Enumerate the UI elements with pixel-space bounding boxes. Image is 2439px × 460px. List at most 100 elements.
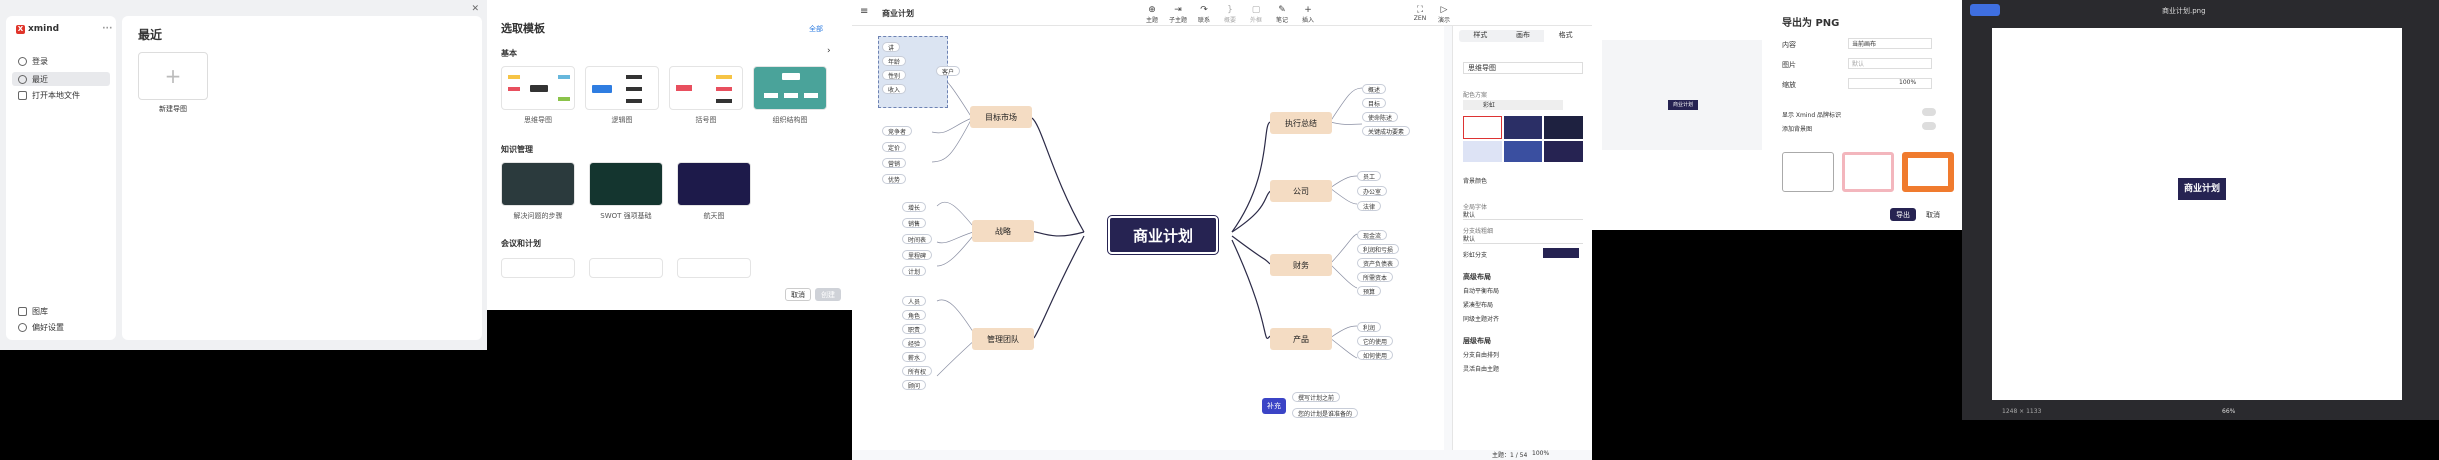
leaf[interactable]: 目标 <box>1362 98 1387 108</box>
swatch[interactable] <box>1544 116 1583 139</box>
leaf[interactable]: 职责 <box>902 324 927 334</box>
toggle[interactable] <box>1922 108 1936 116</box>
topic-exec[interactable]: 执行总结 <box>1270 112 1332 134</box>
leaf[interactable]: 资产负债表 <box>1357 258 1400 268</box>
bg-option[interactable] <box>1902 152 1954 192</box>
leaf[interactable]: 利润 <box>1357 322 1382 332</box>
leaf[interactable]: 营销 <box>882 158 907 168</box>
close-icon[interactable]: ✕ <box>471 4 479 14</box>
color-swatch[interactable] <box>1543 248 1579 258</box>
bg-option[interactable] <box>1842 152 1894 192</box>
edit-button[interactable] <box>1970 4 2000 16</box>
sidebar-item-login[interactable]: 登录 <box>12 54 110 68</box>
topic-strategy[interactable]: 战略 <box>972 220 1034 242</box>
template-card[interactable] <box>589 258 663 278</box>
leaf[interactable]: 计划 <box>902 266 927 276</box>
swatch[interactable] <box>1463 116 1502 139</box>
leaf[interactable]: 如何使用 <box>1357 350 1394 360</box>
leaf[interactable]: 角色 <box>902 310 927 320</box>
leaf[interactable]: 法律 <box>1357 201 1382 211</box>
template-card[interactable] <box>589 162 663 206</box>
create-button[interactable]: 创建 <box>815 288 841 301</box>
leaf[interactable]: 性别 <box>882 70 907 80</box>
toolbar-insert[interactable]: +插入 <box>1301 5 1314 24</box>
line-select[interactable]: 默认 <box>1463 234 1583 244</box>
swatch[interactable] <box>1503 116 1543 139</box>
leaf[interactable]: 所需资本 <box>1357 272 1394 282</box>
leaf[interactable]: 里程碑 <box>902 250 933 260</box>
tab-format[interactable]: 格式 <box>1544 30 1588 42</box>
central-topic[interactable]: 商业计划 <box>1108 216 1218 254</box>
leaf[interactable]: 顾问 <box>902 380 927 390</box>
tab-style[interactable]: 样式 <box>1473 31 1488 39</box>
leaf[interactable]: 收入 <box>882 84 907 94</box>
leaf[interactable]: 增长 <box>902 202 927 212</box>
checkbox[interactable]: 紧凑型布局 <box>1463 302 1494 309</box>
sidebar-item-gallery[interactable]: 图库 <box>12 304 110 318</box>
chevron-right-icon[interactable]: › <box>827 46 831 56</box>
toolbar-subtopic[interactable]: ⇥子主题 <box>1168 5 1187 24</box>
sidebar-item-settings[interactable]: 偏好设置 <box>12 320 110 334</box>
toolbar-relation[interactable]: ↷联系 <box>1197 5 1210 24</box>
sidebar-item-recent[interactable]: 最近 <box>12 72 110 86</box>
leaf[interactable]: 所有权 <box>902 366 933 376</box>
leaf[interactable]: 它的使用 <box>1357 336 1394 346</box>
template-card[interactable] <box>669 66 743 110</box>
checkbox[interactable]: 自动平衡布局 <box>1463 288 1500 295</box>
toolbar-boundary[interactable]: ▢外框 <box>1249 5 1262 24</box>
template-card[interactable] <box>677 258 751 278</box>
leaf[interactable]: 现金流 <box>1357 230 1388 240</box>
leaf[interactable]: 时间表 <box>902 234 933 244</box>
toolbar-present[interactable]: ▷演示 <box>1437 5 1450 24</box>
leaf[interactable]: 人员 <box>902 296 927 306</box>
leaf[interactable]: 竞争者 <box>882 126 913 136</box>
toolbar-zen[interactable]: ⛶ZEN <box>1413 5 1427 22</box>
content-select[interactable]: 当前画布 <box>1848 38 1932 49</box>
color-theme-select[interactable]: 彩虹 <box>1463 100 1563 110</box>
toggle[interactable] <box>1922 122 1936 130</box>
topic-team[interactable]: 管理团队 <box>972 328 1034 350</box>
rainbow-toggle[interactable]: 彩虹分支 <box>1463 252 1488 259</box>
structure-select[interactable]: 思维导图 <box>1463 62 1583 74</box>
image-select[interactable]: 默认 <box>1848 58 1932 69</box>
checkbox[interactable]: 同级主题对齐 <box>1463 316 1500 323</box>
leaf[interactable]: 薪水 <box>902 352 927 362</box>
leaf[interactable]: 定价 <box>882 142 907 152</box>
float-topic[interactable]: 补充 <box>1262 398 1286 414</box>
tab-canvas[interactable]: 画布 <box>1516 31 1530 39</box>
template-card[interactable] <box>753 66 827 110</box>
leaf[interactable]: 概述 <box>1362 84 1387 94</box>
swatch[interactable] <box>1503 141 1543 162</box>
font-select[interactable]: 默认 <box>1463 210 1583 220</box>
swatch[interactable] <box>1544 141 1583 162</box>
leaf[interactable]: 客户 <box>936 66 961 76</box>
leaf[interactable]: 年龄 <box>882 56 907 66</box>
topic-market[interactable]: 目标市场 <box>970 106 1032 128</box>
topic-company[interactable]: 公司 <box>1270 180 1332 202</box>
export-button[interactable]: 导出 <box>1890 208 1916 221</box>
leaf[interactable]: 经验 <box>902 338 927 348</box>
float-item[interactable]: 您的计划是谁准备的 <box>1292 408 1359 418</box>
leaf[interactable]: 讲 <box>882 42 901 52</box>
leaf[interactable]: 利润和亏损 <box>1357 244 1400 254</box>
checkbox[interactable]: 分支自由排列 <box>1463 352 1500 359</box>
leaf[interactable]: 使命陈述 <box>1362 112 1399 122</box>
leaf[interactable]: 预算 <box>1357 286 1382 296</box>
toolbar-note[interactable]: ✎笔记 <box>1275 5 1288 24</box>
bg-option[interactable] <box>1782 152 1834 192</box>
cancel-button[interactable]: 取消 <box>1926 210 1940 219</box>
cancel-button[interactable]: 取消 <box>785 288 811 301</box>
template-card[interactable] <box>677 162 751 206</box>
template-card[interactable] <box>501 162 575 206</box>
checkbox[interactable]: 灵活自由主题 <box>1463 366 1500 373</box>
template-card[interactable] <box>501 66 575 110</box>
leaf[interactable]: 优势 <box>882 174 907 184</box>
leaf[interactable]: 销售 <box>902 218 927 228</box>
zoom-level[interactable]: 100% <box>1532 450 1550 457</box>
topic-product[interactable]: 产品 <box>1270 328 1332 350</box>
leaf[interactable]: 员工 <box>1357 171 1382 181</box>
menu-icon[interactable]: ≡ <box>860 6 869 17</box>
new-map-card[interactable]: + <box>138 52 208 100</box>
template-card[interactable] <box>585 66 659 110</box>
toolbar-summary[interactable]: }概要 <box>1223 5 1236 24</box>
